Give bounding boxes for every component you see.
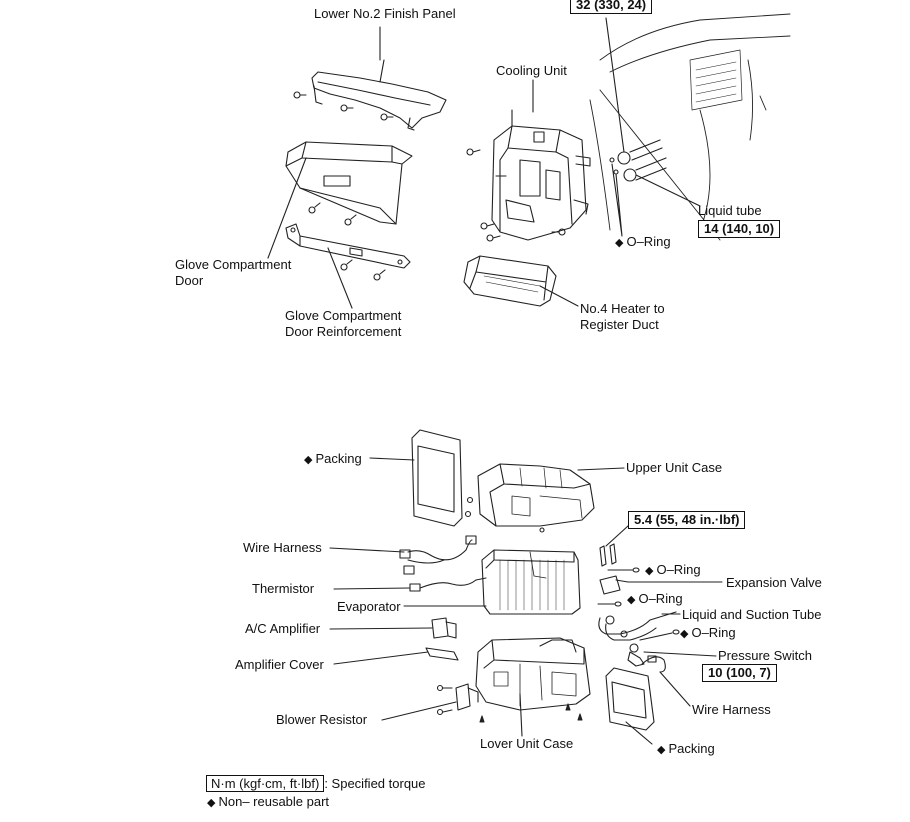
glove-door-screws <box>308 202 357 226</box>
upper-unit-case-drawing <box>477 463 595 527</box>
label-o-ring-3: ◆O–Ring <box>680 625 736 640</box>
non-reusable-diamond-icon: ◆ <box>304 454 313 466</box>
label-glove-door: Glove Compartment Door <box>175 257 292 288</box>
label-wire-harness-right: Wire Harness <box>692 702 771 717</box>
label-packing-left: ◆Packing <box>304 451 362 466</box>
label-expansion-valve: Expansion Valve <box>726 575 822 590</box>
blower-resistor-drawing <box>455 683 479 711</box>
legend-torque-desc: : Specified torque <box>324 776 426 791</box>
label-lower-unit-case: Lover Unit Case <box>480 736 574 751</box>
lower-unit-case-drawing <box>475 637 591 711</box>
leader-packing-right <box>625 721 653 745</box>
leader-amplifier-cover <box>333 651 429 665</box>
non-reusable-diamond-icon: ◆ <box>657 744 666 756</box>
non-reusable-diamond-icon: ◆ <box>645 565 654 577</box>
label-packing-right: ◆Packing <box>657 741 715 756</box>
label-liquid-tube: Liquid tube <box>698 203 762 218</box>
lower-case-drain-clips <box>479 703 583 723</box>
leader-pressure-switch <box>643 651 717 657</box>
cooling-unit-drawing <box>491 109 591 241</box>
leader-heater-duct <box>539 285 579 307</box>
leader-wire-harness-left <box>329 547 405 553</box>
upper-case-clips <box>464 496 545 533</box>
heater-duct-drawing <box>463 255 557 307</box>
liquid-suction-tube-drawing <box>598 611 677 641</box>
label-blower-resistor: Blower Resistor <box>276 712 368 727</box>
leader-o-ring-top <box>611 163 623 237</box>
label-upper-unit-case: Upper Unit Case <box>626 460 723 475</box>
leader-reinforcement <box>327 247 353 309</box>
lower-finish-panel-drawing <box>311 59 447 131</box>
leader-ac-amplifier <box>329 627 433 630</box>
non-reusable-diamond-icon: ◆ <box>680 628 689 640</box>
leader-torque-top <box>605 17 625 153</box>
label-lower-finish-panel: Lower No.2 Finish Panel <box>314 6 456 21</box>
leader-wire-harness-right <box>659 671 691 707</box>
evaporator-drawing <box>481 549 581 615</box>
torque-bolts-right <box>599 543 617 567</box>
label-cooling-unit: Cooling Unit <box>496 63 567 78</box>
blower-resistor-screws <box>436 684 453 716</box>
thermistor-drawing <box>409 577 487 592</box>
o-ring-3-drawing <box>639 629 680 641</box>
leader-upper-case <box>577 467 625 471</box>
leader-liquid-tube <box>635 174 701 207</box>
leader-lower-case <box>519 693 523 737</box>
label-glove-door-reinforcement: Glove Compartment Door Reinforcement <box>285 308 402 339</box>
o-ring-2-drawing <box>597 601 622 607</box>
label-ac-amplifier: A/C Amplifier <box>245 621 321 636</box>
label-amplifier-cover: Amplifier Cover <box>235 657 324 672</box>
expansion-valve-drawing <box>599 575 629 595</box>
non-reusable-diamond-icon: ◆ <box>627 594 636 606</box>
torque-box-liquid-tube: 14 (140, 10) <box>698 220 781 238</box>
torque-box-right: 5.4 (55, 48 in.·lbf) <box>628 511 746 529</box>
ac-amplifier-drawing <box>431 617 457 639</box>
amplifier-cover-drawing <box>425 647 459 661</box>
label-o-ring-2: ◆O–Ring <box>627 591 683 606</box>
label-evaporator: Evaporator <box>337 599 401 614</box>
label-liquid-suction-tube: Liquid and Suction Tube <box>682 607 822 622</box>
label-o-ring-top: ◆O–Ring <box>615 234 671 249</box>
wire-harness-left-drawing <box>399 535 477 575</box>
label-o-ring-1: ◆O–Ring <box>645 562 701 577</box>
finish-panel-screws <box>293 91 394 121</box>
leader-thermistor <box>333 587 411 590</box>
label-pressure-switch: Pressure Switch <box>718 648 812 663</box>
non-reusable-diamond-icon: ◆ <box>615 237 624 249</box>
wire-harness-right-drawing <box>641 655 666 673</box>
legend-non-reusable: ◆Non– reusable part <box>207 794 330 809</box>
leader-blower-resistor <box>381 701 457 721</box>
glove-compartment-door-drawing <box>285 141 413 225</box>
vehicle-dash-sketch <box>589 13 791 241</box>
label-thermistor: Thermistor <box>252 581 315 596</box>
o-ring-1-drawing <box>607 567 640 573</box>
torque-box-top: 32 (330, 24) <box>570 0 653 14</box>
glove-door-reinforcement-drawing <box>285 223 411 269</box>
legend-torque-unit: N·m (kgf·cm, ft·lbf) <box>206 775 325 792</box>
packing-right-drawing <box>605 667 655 731</box>
pressure-switch-drawing <box>627 643 645 667</box>
label-heater-duct: No.4 Heater to Register Duct <box>580 301 665 332</box>
label-wire-harness-left: Wire Harness <box>243 540 322 555</box>
packing-left-drawing <box>411 429 463 527</box>
leader-glove-door <box>267 157 307 259</box>
leader-packing-left <box>369 457 415 461</box>
liquid-tube-fittings <box>609 139 667 182</box>
leader-torque-right <box>605 525 629 547</box>
cooling-unit-screws <box>466 148 566 242</box>
legend-torque: N·m (kgf·cm, ft·lbf): Specified torque <box>206 775 426 792</box>
torque-box-pressure-switch: 10 (100, 7) <box>702 664 777 682</box>
non-reusable-diamond-icon: ◆ <box>207 797 216 809</box>
reinforcement-screws <box>340 259 386 281</box>
